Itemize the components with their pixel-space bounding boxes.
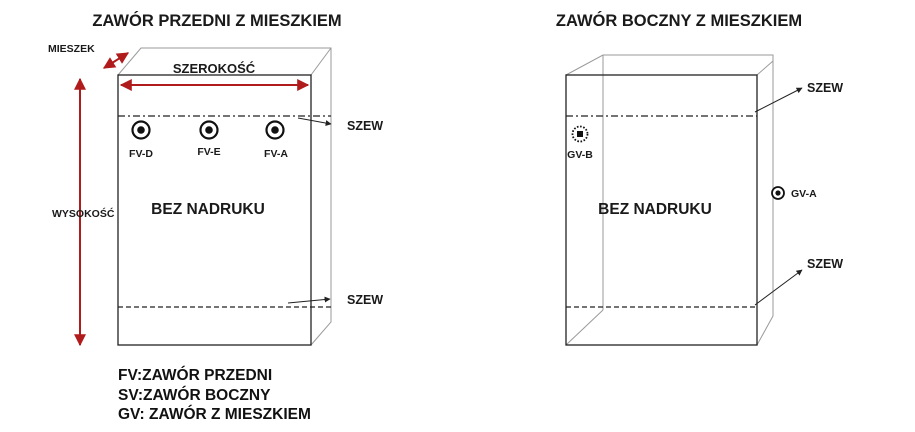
valve-fv-d-label: FV-D xyxy=(129,148,153,160)
valve-fv-d-icon xyxy=(131,120,151,140)
legend-line-gv: GV: ZAWÓR Z MIESZKIEM xyxy=(118,406,311,423)
side-seam-top-label: SZEW xyxy=(807,81,843,95)
side-no-print-label: BEZ NADRUKU xyxy=(598,201,712,218)
valve-fv-d: FV-D xyxy=(129,120,153,160)
legend-line-fv: FV:ZAWÓR PRZEDNI xyxy=(118,367,273,384)
front-gusset xyxy=(117,47,332,346)
front-title: ZAWÓR PRZEDNI Z MIESZKIEM xyxy=(92,11,341,30)
side-seam-bottom-label: SZEW xyxy=(807,257,843,271)
side-title: ZAWÓR BOCZNY Z MIESZKIEM xyxy=(556,11,802,30)
front-panel xyxy=(117,74,312,346)
front-no-print-label: BEZ NADRUKU xyxy=(151,201,265,218)
valve-fv-a: FV-A xyxy=(264,120,288,160)
valve-fv-a-icon xyxy=(265,120,285,140)
front-seam-top-arrow xyxy=(297,117,332,126)
valve-fv-e-icon xyxy=(199,120,219,140)
front-seam-bottom-label: SZEW xyxy=(347,293,383,307)
width-label: SZEROKOŚĆ xyxy=(173,61,256,76)
front-seam-top-label: SZEW xyxy=(347,119,383,133)
valve-fv-a-label: FV-A xyxy=(264,148,288,160)
valve-gv-a: GV-A xyxy=(771,186,817,200)
legend-line-sv: SV:ZAWÓR BOCZNY xyxy=(118,386,271,404)
legend: FV:ZAWÓR PRZEDNI SV:ZAWÓR BOCZNY GV: ZAW… xyxy=(118,366,311,425)
front-seam-bottom-arrow xyxy=(287,296,331,304)
gusset-arrow xyxy=(102,52,130,69)
side-bag: ZAWÓR BOCZNY Z MIESZKIEM GV-B GV-A BEZ N… xyxy=(556,11,843,346)
gusset-label: MIESZEK xyxy=(48,43,95,55)
valve-gv-b-icon xyxy=(571,125,589,143)
front-bag: ZAWÓR PRZEDNI Z MIESZKIEM SZEROKOŚĆ WYSO… xyxy=(48,11,383,347)
valve-fv-e: FV-E xyxy=(197,120,221,158)
valve-gv-b: GV-B xyxy=(567,125,593,161)
side-seam-top-arrow xyxy=(754,87,803,113)
side-panel xyxy=(565,74,758,346)
valve-gv-b-label: GV-B xyxy=(567,149,593,161)
height-label: WYSOKOŚĆ xyxy=(52,207,115,220)
valve-gv-a-label: GV-A xyxy=(791,188,817,200)
side-gusset xyxy=(565,54,774,346)
valve-fv-e-label: FV-E xyxy=(197,146,220,158)
side-seam-bottom-arrow xyxy=(754,269,803,306)
